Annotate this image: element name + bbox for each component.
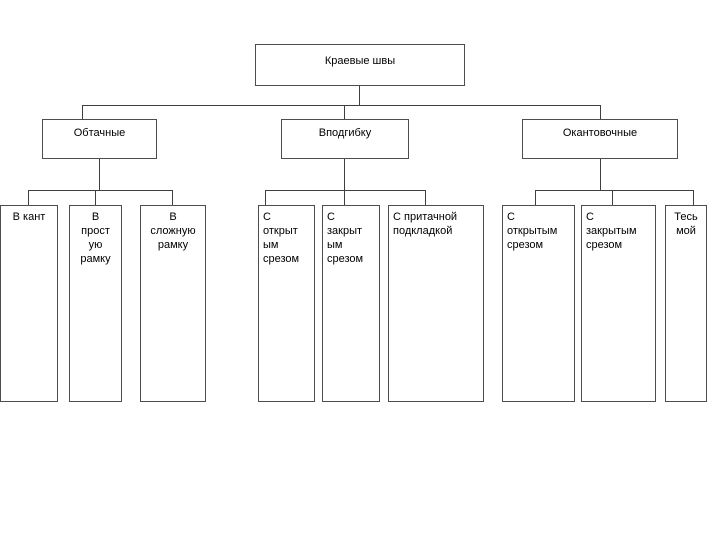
connector-drop-s-zakrytym-srezom-1 — [344, 190, 345, 205]
connector-root-stem — [359, 86, 360, 105]
connector-drop-v-prostuyu-ramku — [95, 190, 96, 205]
connector-drop-s-zakrytym-srezom-2 — [612, 190, 613, 205]
connector-okantovochnye-stem — [600, 159, 601, 190]
node-okantovochnye[interactable]: Окантовочные — [522, 119, 678, 159]
node-s-pritachnoy-podkladkoy[interactable]: С притачной подкладкой — [388, 205, 484, 402]
node-label: В кант — [12, 211, 46, 223]
connector-okantovochnye-bus — [535, 190, 694, 191]
connector-obtachnye-bus — [28, 190, 173, 191]
node-label: С закрытым срезом — [586, 211, 637, 251]
node-s-otkrytym-srezom-okantovochnye[interactable]: С открытым срезом — [502, 205, 575, 402]
connector-drop-s-otkrytym-srezom-1 — [265, 190, 266, 205]
node-s-otkrytym-srezom-vpodgibku[interactable]: С открыт ым срезом — [258, 205, 315, 402]
node-s-zakrytym-srezom-vpodgibku[interactable]: С закрыт ым срезом — [322, 205, 380, 402]
connector-drop-tesmoy — [693, 190, 694, 205]
connector-drop-s-pritachnoy-podkladkoy — [425, 190, 426, 205]
node-label: С открыт ым срезом — [263, 211, 300, 265]
connector-obtachnye-stem — [99, 159, 100, 190]
connector-level2-bus — [82, 105, 600, 106]
node-label: С открытым срезом — [507, 211, 558, 251]
node-tesmoy[interactable]: Тесь мой — [665, 205, 707, 402]
node-v-kant[interactable]: В кант — [0, 205, 58, 402]
connector-vpodgibku-bus — [265, 190, 426, 191]
connector-drop-s-otkrytym-srezom-2 — [535, 190, 536, 205]
node-s-zakrytym-srezom-okantovochnye[interactable]: С закрытым срезом — [581, 205, 656, 402]
node-label: В сложную рамку — [150, 211, 196, 251]
connector-vpodgibku-stem — [344, 159, 345, 190]
node-obtachnye[interactable]: Обтачные — [42, 119, 157, 159]
node-label: Вподгибку — [318, 127, 372, 139]
node-label: В прост ую рамку — [80, 211, 111, 265]
node-label: Обтачные — [73, 127, 126, 139]
connector-drop-obtachnye — [82, 105, 83, 119]
node-label: С закрыт ым срезом — [327, 211, 364, 265]
connector-drop-vpodgibku — [344, 105, 345, 119]
node-v-slozhnuyu-ramku[interactable]: В сложную рамку — [140, 205, 206, 402]
node-v-prostuyu-ramku[interactable]: В прост ую рамку — [69, 205, 122, 402]
node-label: Тесь мой — [674, 211, 698, 237]
node-vpodgibku[interactable]: Вподгибку — [281, 119, 409, 159]
node-label: Краевые швы — [324, 55, 396, 67]
connector-drop-v-kant — [28, 190, 29, 205]
connector-drop-v-slozhnuyu-ramku — [172, 190, 173, 205]
node-label: С притачной подкладкой — [393, 211, 458, 237]
connector-drop-okantovochnye — [600, 105, 601, 119]
node-label: Окантовочные — [562, 127, 638, 139]
node-root-kraevye-shvy[interactable]: Краевые швы — [255, 44, 465, 86]
